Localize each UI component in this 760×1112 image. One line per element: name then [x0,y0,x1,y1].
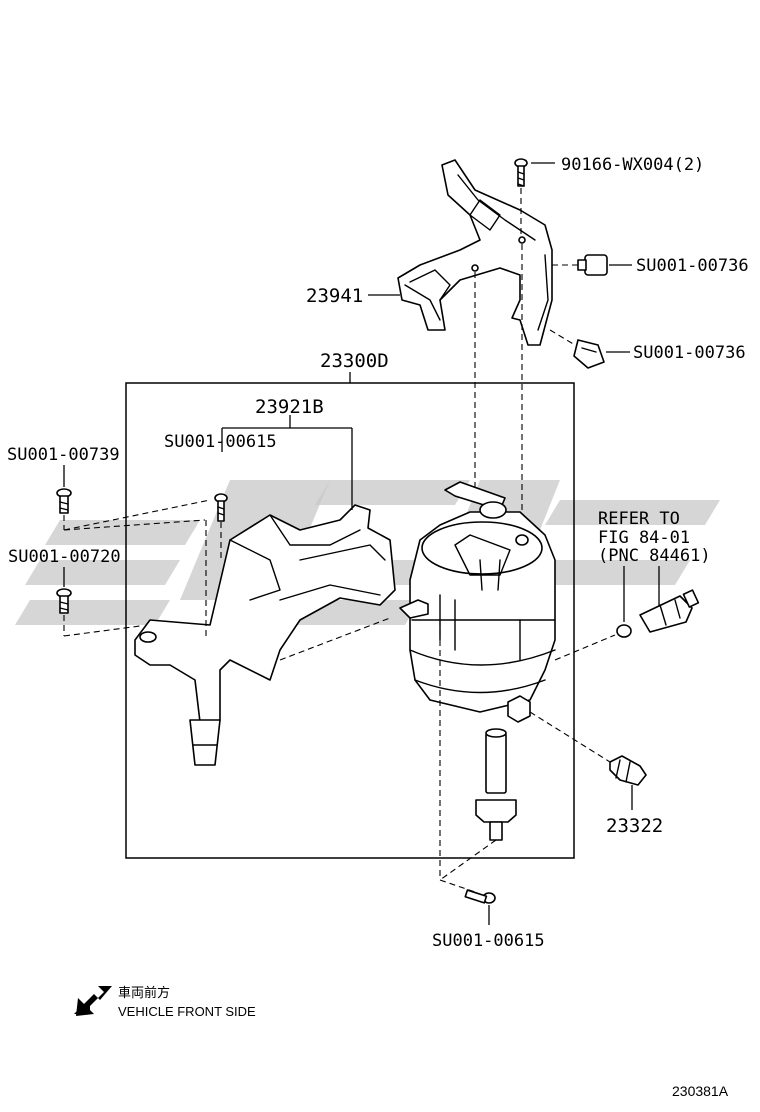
filter-sensor-stem [475,728,517,841]
label-clip-lower: SU001-00736 [633,343,746,363]
label-00739: SU001-00739 [7,445,120,465]
front-direction-arrow-icon [74,986,112,1016]
bolt-00615-top [214,493,228,522]
label-00615-bottom: SU001-00615 [432,931,545,951]
label-00615-top: SU001-00615 [164,432,277,452]
label-refer-2: FIG 84-01 [598,528,690,548]
drain-plug-23322 [609,755,647,786]
figure-id: 230381A [672,1083,729,1099]
label-90166: 90166-WX004(2) [561,155,704,175]
water-sensor [616,589,700,638]
label-refer-1: REFER TO [598,509,680,529]
direction-english: VEHICLE FRONT SIDE [118,1004,256,1019]
label-00720: SU001-00720 [8,547,121,567]
fuel-filter-housing [399,481,556,723]
clip-lower [573,339,605,369]
label-23300D: 23300D [320,350,389,372]
bracket-23921B [134,504,396,766]
clip-upper [577,254,608,276]
label-clip-upper: SU001-00736 [636,256,749,276]
label-23322: 23322 [606,815,663,837]
bolt-00615-bottom [464,889,496,904]
direction-kanji: 車両前方 [118,985,170,1000]
label-refer-3: (PNC 84461) [598,546,711,566]
bolt-00739 [56,488,72,514]
label-23941: 23941 [306,285,363,307]
bracket-23941 [397,159,553,346]
screw-90166 [514,158,528,187]
bolt-00720 [56,588,72,614]
label-23921B: 23921B [255,396,324,418]
